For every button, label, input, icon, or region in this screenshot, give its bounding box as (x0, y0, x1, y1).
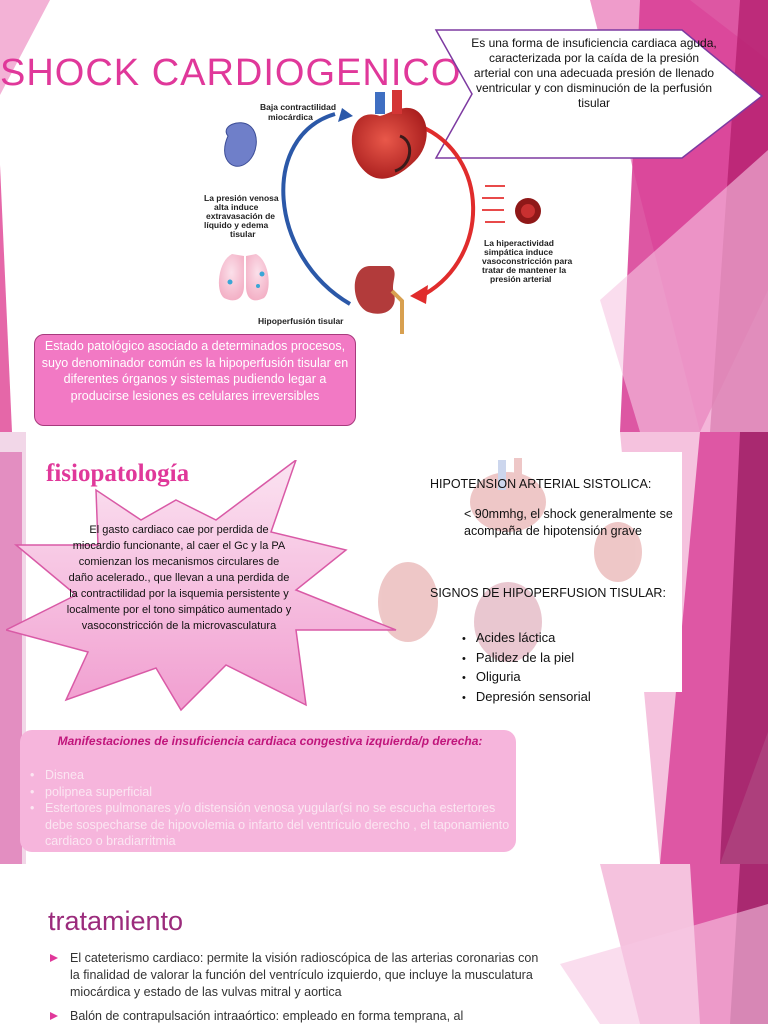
hipotension-body: < 90mmhg, el shock generalmente se acomp… (464, 507, 673, 538)
heart-icon (351, 90, 427, 179)
slide-fisiopatologia: fisiopatología El gasto cardiaco cae por… (0, 432, 768, 864)
list-item: El cateterismo cardiaco: permite la visi… (48, 950, 548, 1001)
signos-title: SIGNOS DE HIPOPERFUSION TISULAR: (430, 586, 666, 600)
list-item: polipnea superficial (30, 784, 510, 801)
blue-arrow (281, 112, 352, 306)
slide-tratamiento: tratamiento El cateterismo cardiaco: per… (0, 864, 768, 1024)
vessel-icon (515, 198, 541, 224)
list-item: Acides láctica (462, 629, 591, 649)
list-item: Disnea (30, 767, 510, 784)
lungs-icon (218, 254, 269, 301)
list-item: Balón de contrapulsación intraaórtico: e… (48, 1008, 548, 1024)
definition-text: Es una forma de insuficiencia cardiaca a… (471, 36, 717, 110)
list-item: Estertores pulmonares y/o distensión ven… (30, 800, 510, 850)
fisiopatologia-text: El gasto cardiaco cae por perdida de mio… (66, 524, 292, 632)
page-title: SHOCK CARDIOGENICO (0, 52, 462, 94)
slide3-background (560, 864, 768, 1024)
definition-arrow-shape (434, 29, 764, 159)
estado-box (34, 334, 356, 426)
section-title-tratamiento: tratamiento (48, 906, 184, 936)
list-item: Palidez de la piel (462, 649, 591, 669)
label-hipoperfusion: Hipoperfusión tisular (258, 316, 344, 326)
vasoconstriction-arrows (482, 185, 505, 223)
label-hiperactividad: La hiperactividad simpática induce vasoc… (482, 238, 575, 284)
manifestaciones-list: Disnea polipnea superficial Estertores p… (30, 767, 510, 850)
starburst-shape (6, 460, 397, 712)
kidney-icon (354, 266, 404, 334)
section-title-fisiopatologia: fisiopatología (46, 460, 190, 487)
signos-list: Acides láctica Palidez de la piel Oligur… (462, 629, 591, 707)
slide-shock-cardiogenico: SHOCK CARDIOGENICO Es una forma de insuf… (0, 0, 768, 432)
list-item: Oliguria (462, 668, 591, 688)
estado-text: Estado patológico asociado a determinado… (41, 339, 349, 403)
venous-organ-icon (224, 122, 257, 167)
hipotension-title: HIPOTENSION ARTERIAL SISTOLICA: (430, 477, 652, 491)
list-item: Depresión sensorial (462, 688, 591, 708)
manifestaciones-title: Manifestaciones de insuficiencia cardiac… (57, 734, 483, 748)
red-arrow (419, 124, 476, 296)
tratamiento-list: El cateterismo cardiaco: permite la visi… (48, 950, 548, 1024)
label-presion-venosa: La presión venosa alta induce extravasac… (204, 193, 281, 239)
